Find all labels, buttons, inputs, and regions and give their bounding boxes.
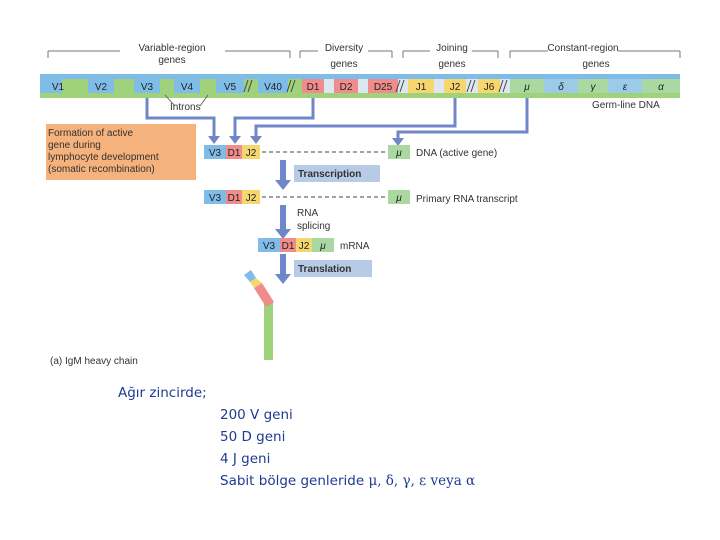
v4-label: V4 (181, 82, 194, 93)
header-constant-line1: Constant-region (547, 43, 618, 54)
splicing-arrow (275, 205, 291, 239)
translation-box (294, 260, 372, 277)
formation-line2: gene during (48, 140, 101, 151)
caption-greek-letters: μ, δ, γ, ε veya α (368, 473, 476, 489)
splicing-line1: RNA (297, 208, 318, 219)
transcription-arrow (275, 160, 291, 190)
germline-dna-strip (40, 74, 680, 98)
header-brackets (47, 50, 681, 58)
formation-line3: lymphocyte development (48, 152, 159, 163)
mrna-j2-label: J2 (299, 241, 310, 252)
c-epsilon-segment (608, 79, 642, 93)
caption-title: Ağır zincirde; (118, 385, 207, 401)
rearrangement-arrows (145, 98, 529, 140)
header-constant-line2: genes (582, 59, 609, 70)
v40-label: V40 (264, 82, 282, 93)
d1-label: D1 (307, 82, 320, 93)
j2-segment (444, 79, 466, 93)
j1-segment (408, 79, 434, 93)
primary-rna-row (204, 190, 410, 204)
v3-segment (134, 79, 160, 93)
d25-segment (368, 79, 398, 93)
c-epsilon-label: ε (623, 82, 628, 93)
splicing-line2: splicing (297, 221, 330, 232)
v2-segment (88, 79, 114, 93)
caption-constant-prefix: Sabit bölge genleride (220, 473, 369, 489)
c-delta-segment (544, 79, 578, 93)
header-joining-line1: Joining (436, 43, 468, 54)
caption-constant-genes: Sabit bölge genleride μ, δ, γ, ε veya α (118, 470, 475, 492)
c-alpha-segment (642, 79, 680, 93)
caption-v-genes: 200 V geni (220, 407, 293, 423)
primary-v3-label: V3 (209, 193, 222, 204)
c-mu-segment (510, 79, 544, 93)
d25-label: D25 (374, 82, 393, 93)
header-variable-line1: Variable-region (138, 43, 205, 54)
c-gamma-label: γ (591, 82, 597, 93)
active-gene-label: DNA (active gene) (416, 148, 497, 159)
heavy-chain-protein (244, 270, 274, 360)
caption-block: Ağır zincirde; 200 V geni 50 D geni 4 J … (118, 382, 475, 492)
germline-dna-label: Germ-line DNA (592, 100, 660, 111)
v5-label: V5 (224, 82, 237, 93)
mrna-row (258, 238, 334, 252)
active-d1-label: D1 (228, 148, 241, 159)
translation-arrow (275, 254, 291, 284)
j1-label: J1 (416, 82, 427, 93)
introns-label: Introns (170, 102, 201, 113)
primary-d1-label: D1 (228, 193, 241, 204)
panel-label: (a) IgM heavy chain (50, 356, 138, 367)
d2-segment (334, 79, 358, 93)
caption-d-genes: 50 D geni (220, 429, 286, 445)
intron-pointers (164, 94, 209, 107)
transcription-box (294, 165, 380, 182)
active-j2-label: J2 (246, 148, 257, 159)
primary-mu-label: μ (395, 193, 402, 204)
j2-label: J2 (450, 82, 461, 93)
d2-label: D2 (340, 82, 353, 93)
v1-segment (40, 79, 62, 93)
mrna-v3-label: V3 (263, 241, 276, 252)
v2-label: V2 (95, 82, 108, 93)
mrna-mu-label: μ (319, 241, 326, 252)
v5-segment (216, 79, 244, 93)
rearrangement-arrowheads (208, 136, 404, 146)
formation-box (46, 124, 196, 180)
primary-rna-label: Primary RNA transcript (416, 194, 518, 205)
v4-segment (174, 79, 200, 93)
primary-j2-label: J2 (246, 193, 257, 204)
formation-line4: (somatic recombination) (48, 164, 155, 175)
v1-label: V1 (52, 82, 65, 93)
d1-segment (302, 79, 324, 93)
j6-label: J6 (484, 82, 495, 93)
c-gamma-segment (578, 79, 608, 93)
v3-label: V3 (141, 82, 154, 93)
strip-breaks (243, 79, 508, 93)
active-gene-row (204, 145, 410, 159)
c-delta-label: δ (558, 82, 564, 93)
header-variable-line2: genes (158, 55, 185, 66)
mrna-label: mRNA (340, 241, 370, 252)
j6-segment (478, 79, 500, 93)
active-mu-label: μ (395, 148, 402, 159)
transcription-label: Transcription (298, 169, 361, 180)
header-diversity-line2: genes (330, 59, 357, 70)
c-mu-label: μ (523, 82, 530, 93)
v40-segment (258, 79, 288, 93)
gene-rearrangement-diagram: Variable-region genes Diversity genes Jo… (40, 43, 681, 367)
header-diversity-line1: Diversity (325, 43, 363, 54)
mrna-d1-label: D1 (282, 241, 295, 252)
formation-line1: Formation of active (48, 128, 133, 139)
caption-j-genes: 4 J geni (220, 451, 271, 467)
translation-label: Translation (298, 264, 351, 275)
header-joining-line2: genes (438, 59, 465, 70)
active-v3-label: V3 (209, 148, 222, 159)
c-alpha-label: α (658, 82, 664, 93)
